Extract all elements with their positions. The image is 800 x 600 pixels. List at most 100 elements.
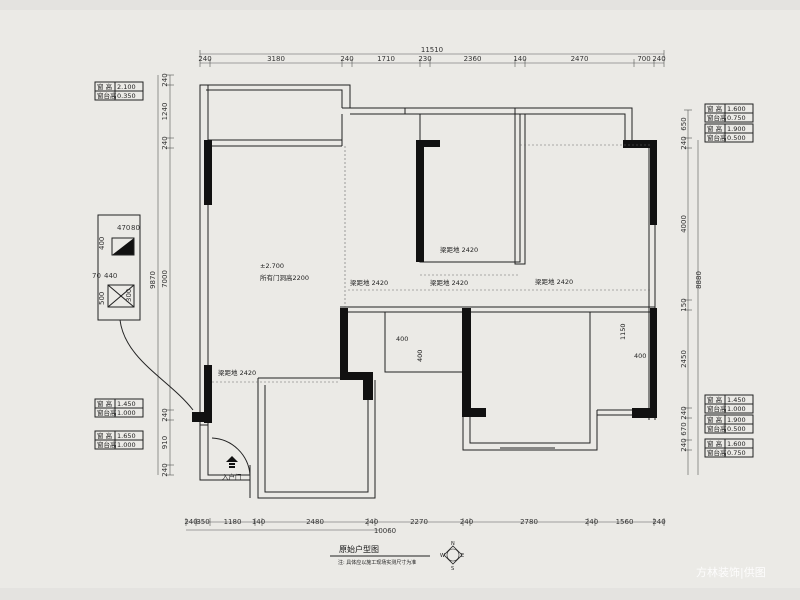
drawing-note: 注: 具体应以施工现场实测尺寸为准 [338,559,416,566]
detail-c: 400 [98,237,106,250]
detail-leader [119,319,194,411]
sill-height-label: 窗台高 [97,91,117,100]
detail-box: 470 80 400 70 440 500 300 [92,214,194,411]
top-seg-label: 240 [340,55,353,63]
window-height-label: 窗 高 [707,124,723,133]
bottom-seg-label: 1560 [616,518,634,526]
window-height-value: 1.900 [727,125,746,133]
window-height-value: 2.100 [117,83,136,91]
sill-height-label: 窗台高 [707,424,727,433]
bottom-total-label: 10060 [374,527,396,535]
detail-g: 300 [125,289,133,302]
window-height-label: 窗 高 [97,399,113,408]
top-total-label: 11510 [421,46,443,54]
small-dim-1: 400 [396,335,408,343]
bottom-seg-label: 240 [585,518,598,526]
sill-height-value: 1.000 [727,405,746,413]
detail-f: 500 [98,292,106,305]
window-height-label: 窗 高 [707,439,723,448]
sill-height-value: 0.750 [727,449,746,457]
beam-label-3: 梁距地 2420 [430,278,468,287]
window-height-label: 窗 高 [707,415,723,424]
bottom-seg-label: 350 [196,518,209,526]
top-seg-label: 230 [418,55,431,63]
bottom-seg-label: 1180 [224,518,242,526]
window-height-value: 1.450 [727,396,746,404]
drawing-title: 原始户型图 [339,544,379,554]
compass-e: E [461,553,464,559]
sill-height-value: 0.750 [727,114,746,122]
right-seg-label: 4000 [680,215,688,233]
detail-d: 70 [92,272,101,280]
beam-label-4: 梁距地 2420 [535,277,573,286]
top-seg-label: 2470 [571,55,589,63]
right-seg-label: 670 [680,422,688,435]
small-dim-3: 1150 [619,323,627,340]
detail-shading-triangle [112,238,134,255]
window-height-value: 1.600 [727,105,746,113]
sill-height-value: 0.500 [727,134,746,142]
compass-n: N [451,541,455,547]
bottom-seg-label: 140 [252,518,265,526]
title-block: 原始户型图 注: 具体应以施工现场实测尺寸为准 N E S W [330,541,464,572]
window-height-label: 窗 高 [97,82,113,91]
sill-height-label: 窗台高 [707,404,727,413]
bottom-seg-label: 2270 [410,518,428,526]
compass-w: W [440,553,445,559]
bottom-seg-label: 2780 [520,518,538,526]
sill-height-value: 0.500 [727,425,746,433]
thick-walls [192,140,657,423]
right-total-label: 8880 [695,271,703,289]
right-seg-label: 240 [680,438,688,451]
beam-lines [212,144,650,383]
sill-height-value: 1.000 [117,441,136,449]
door-height-label: 所有门洞高2200 [260,273,309,282]
right-seg-label: 240 [680,406,688,419]
entrance-arrow-icon [226,456,238,462]
right-seg-label: 150 [680,298,688,311]
window-height-value: 1.650 [117,432,136,440]
level-label: ±2.700 [260,262,284,270]
bottom-seg-label: 2480 [306,518,324,526]
small-dim-4: 400 [634,352,646,360]
entrance-arrow-bar [229,463,235,465]
beam-label-5: 梁距地 2420 [218,368,256,377]
top-seg-label: 140 [513,55,526,63]
top-seg-label: 240 [198,55,211,63]
left-seg-label: 1240 [161,103,169,121]
sill-height-label: 窗台高 [707,133,727,142]
left-seg-label: 240 [161,408,169,421]
small-dim-2: 400 [416,350,424,362]
window-height-label: 窗 高 [707,104,723,113]
beam-label-2: 梁距地 2420 [350,278,388,287]
window-height-value: 1.450 [117,400,136,408]
beam-label-1: 梁距地 2420 [440,245,478,254]
bottom-seg-label: 240 [652,518,665,526]
bottom-seg-label: 240 [184,518,197,526]
top-seg-label: 700 [637,55,650,63]
window-height-value: 1.600 [727,440,746,448]
entrance-label: 入户门 [222,472,242,481]
compass-icon: N E S W [440,541,464,572]
left-seg-label: 7000 [161,270,169,288]
window-height-label: 窗 高 [97,431,113,440]
left-total-label: 9870 [149,271,157,289]
left-seg-label: 910 [161,436,169,449]
window-height-label: 窗 高 [707,395,723,404]
bottom-seg-label: 240 [460,518,473,526]
top-seg-label: 2360 [464,55,482,63]
right-seg-label: 2450 [680,350,688,368]
right-seg-label: 650 [680,117,688,130]
